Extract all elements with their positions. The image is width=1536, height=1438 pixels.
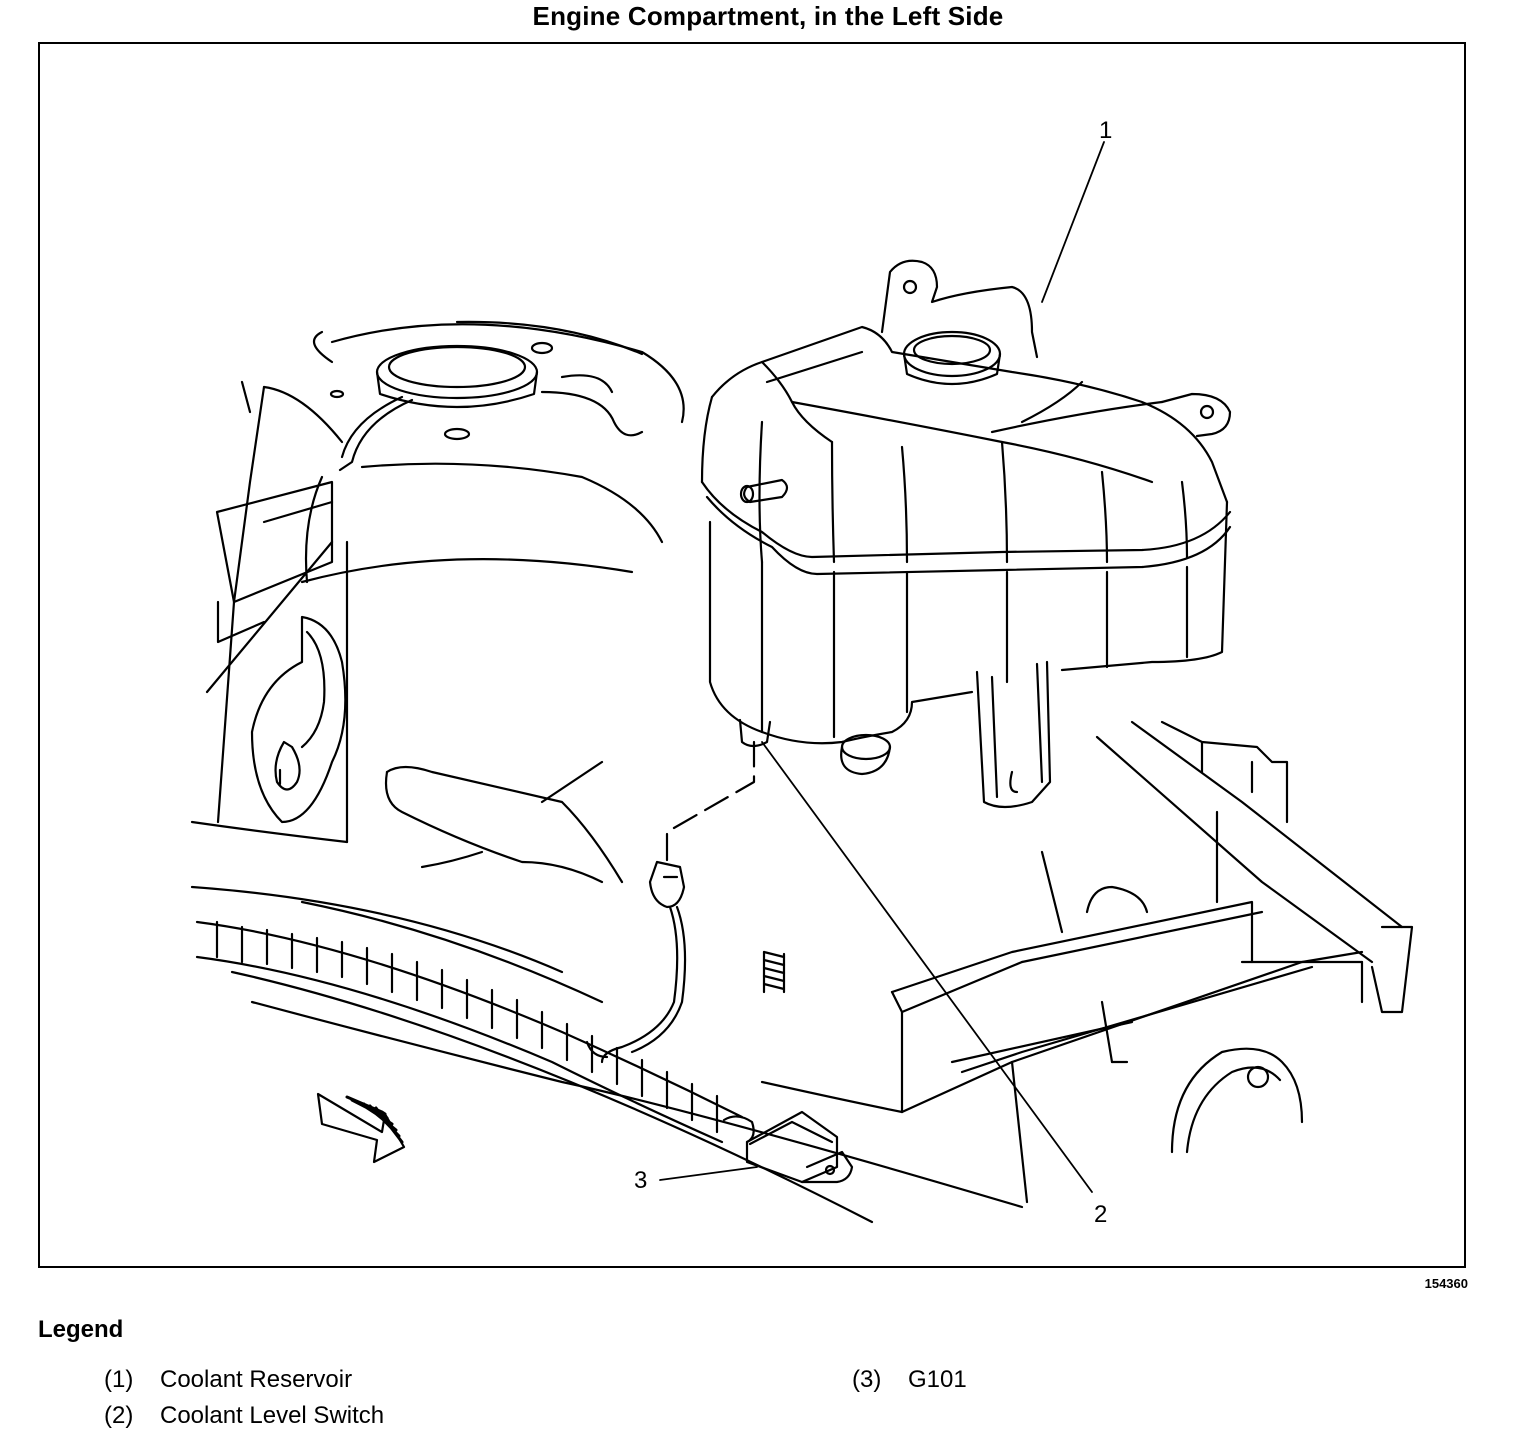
- legend-item-number: (1): [104, 1366, 134, 1393]
- diagram-title: Engine Compartment, in the Left Side: [532, 1, 1004, 31]
- leader-line-1: [1041, 141, 1105, 303]
- coolant-reservoir: [700, 259, 1232, 809]
- engine-compartment-drawing: 1 2 3: [190, 117, 1414, 1228]
- leader-lines: [659, 141, 1105, 1193]
- legend-item-label: Coolant Level Switch: [160, 1402, 385, 1429]
- legend-heading: Legend: [38, 1316, 124, 1343]
- legend-item-g101: (3) G101: [852, 1366, 967, 1394]
- legend-item-coolant-reservoir: (1) Coolant Reservoir: [104, 1366, 352, 1394]
- legend-item-number: (2): [104, 1402, 134, 1429]
- figure-number: 154360: [1424, 1276, 1468, 1291]
- engine-left-structure: [190, 320, 685, 1004]
- frame-rail-structure: [890, 720, 1414, 1204]
- leader-line-3: [659, 1166, 758, 1181]
- legend-item-coolant-level-switch: (2) Coolant Level Switch: [104, 1402, 384, 1430]
- leader-line-2: [761, 741, 1093, 1193]
- callout-3: 3: [634, 1167, 647, 1194]
- forward-arrow-icon: [316, 1092, 406, 1164]
- callout-2: 2: [1094, 1201, 1107, 1228]
- legend-item-number: (3): [852, 1366, 882, 1393]
- illustration-frame: 1 2 3: [38, 42, 1466, 1268]
- wire-harness: [195, 740, 1024, 1224]
- legend-item-label: G101: [908, 1366, 967, 1393]
- callout-1: 1: [1099, 117, 1112, 144]
- legend-item-label: Coolant Reservoir: [160, 1366, 353, 1393]
